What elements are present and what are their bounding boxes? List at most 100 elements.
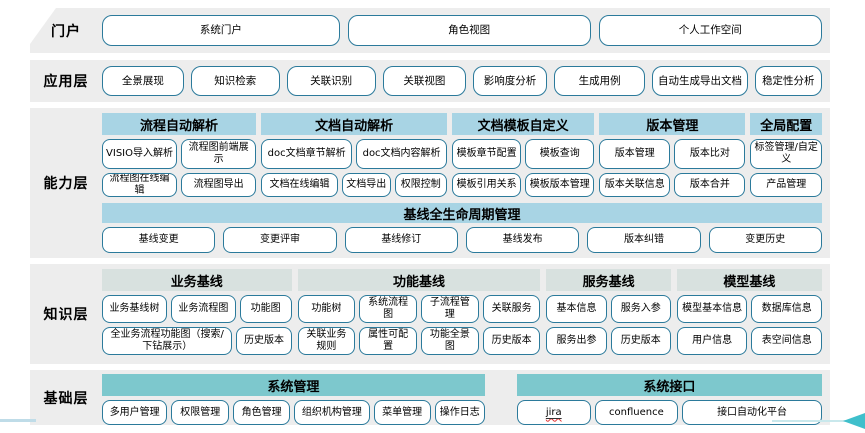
knowledge-item-basic-info: 基本信息 xyxy=(546,295,607,323)
knowledge-item-user-info: 用户信息 xyxy=(676,327,748,355)
foundation-item-menu-mgmt: 菜单管理 xyxy=(373,400,431,425)
knowledge-item-business-baseline-tree: 业务基线树 xyxy=(102,295,167,323)
capability-item-version-mgmt: 版本管理 xyxy=(599,139,671,169)
application-layer-band: 应用层 全景展现 知识检索 关联识别 关联视图 影响度分析 生成用例 自动生成导… xyxy=(30,60,830,102)
portal-items-row: 系统门户 角色视图 个人工作空间 xyxy=(102,15,822,46)
app-item-relation-view: 关联视图 xyxy=(382,66,467,96)
capability-item-tag-mgmt: 标签管理/自定义 xyxy=(750,139,823,169)
group-header-function-baseline: 功能基线 xyxy=(297,269,541,291)
knowledge-item-service-input-params: 服务入参 xyxy=(610,295,671,323)
foundation-item-multi-user-mgmt: 多用户管理 xyxy=(102,400,168,425)
capability-layer-label: 能力层 xyxy=(43,176,89,192)
capability-item-template-reference: 模板引用关系 xyxy=(452,173,522,197)
foundation-item-operation-log: 操作日志 xyxy=(434,400,485,425)
baseline-item-change-review: 变更评审 xyxy=(223,227,337,253)
baseline-item-revision: 基线修订 xyxy=(344,227,458,253)
capability-item-version-compare: 版本比对 xyxy=(674,139,746,169)
knowledge-item-attr-configurable: 属性可配置 xyxy=(359,327,417,355)
capability-item-version-relation-info: 版本关联信息 xyxy=(599,173,671,197)
knowledge-item-service-output-params: 服务出参 xyxy=(546,327,607,355)
capability-item-template-chapter-config: 模板章节配置 xyxy=(452,139,522,169)
group-header-system-interface: 系统接口 xyxy=(516,374,822,396)
portal-layer-band: 门户 系统门户 角色视图 个人工作空间 xyxy=(30,8,830,53)
baseline-item-version-correction: 版本纠错 xyxy=(587,227,701,253)
app-item-generate-usecase: 生成用例 xyxy=(553,66,646,96)
baseline-item-change-history: 变更历史 xyxy=(708,227,822,253)
knowledge-group-function-baseline: 功能基线 功能树 系统流程图 子流程管理 关联服务 关联业务规则 属性可配置 功… xyxy=(297,269,541,364)
capability-item-flowchart-export: 流程图导出 xyxy=(181,173,257,197)
baseline-items-row: 基线变更 变更评审 基线修订 基线发布 版本纠错 变更历史 xyxy=(102,227,822,253)
capability-item-doc-content-parse: doc文档内容解析 xyxy=(356,139,448,169)
knowledge-item-system-flowchart: 系统流程图 xyxy=(359,295,417,323)
knowledge-item-database-info: 数据库信息 xyxy=(751,295,823,323)
knowledge-group-business-baseline: 业务基线 业务基线树 业务流程图 功能图 全业务流程功能图（搜索/下钻展示） 历… xyxy=(102,269,292,364)
knowledge-item-model-basic-info: 模型基本信息 xyxy=(676,295,748,323)
knowledge-layer-label: 知识层 xyxy=(43,307,89,323)
foundation-layer-label: 基础层 xyxy=(43,390,89,407)
group-header-doc-parsing: 文档自动解析 xyxy=(261,113,448,135)
bottom-right-arrow-line xyxy=(772,420,847,422)
foundation-group-system-interface: 系统接口 jira confluence 接口自动化平台 xyxy=(516,374,823,425)
capability-group-global-config: 全局配置 标签管理/自定义 产品管理 xyxy=(750,113,823,197)
app-item-auto-export-doc: 自动生成导出文档 xyxy=(652,66,748,96)
foundation-item-confluence: confluence xyxy=(594,400,679,425)
capability-groups-row: 流程自动解析 VISIO导入解析 流程图前端展示 流程图在线编辑 流程图导出 文… xyxy=(102,113,823,197)
baseline-lifecycle-header: 基线全生命周期管理 xyxy=(102,203,822,223)
capability-item-flowchart-edit: 流程图在线编辑 xyxy=(102,173,178,197)
foundation-item-jira: jira xyxy=(516,400,591,425)
portal-item-role-view: 角色视图 xyxy=(347,15,591,46)
app-item-impact-analysis: 影响度分析 xyxy=(473,66,547,96)
group-header-service-baseline: 服务基线 xyxy=(546,269,671,291)
knowledge-item-full-business-flow-map: 全业务流程功能图（搜索/下钻展示） xyxy=(102,327,233,355)
knowledge-item-function-panorama: 功能全景图 xyxy=(421,327,479,355)
capability-item-version-merge: 版本合并 xyxy=(674,173,746,197)
capability-item-visio-import: VISIO导入解析 xyxy=(102,139,178,169)
capability-layer-band: 能力层 流程自动解析 VISIO导入解析 流程图前端展示 流程图在线编辑 流程图… xyxy=(30,108,830,258)
capability-item-doc-export: 文档导出 xyxy=(341,173,391,197)
knowledge-item-related-service: 关联服务 xyxy=(482,295,541,323)
foundation-item-role-mgmt: 角色管理 xyxy=(233,400,291,425)
knowledge-item-history-version: 历史版本 xyxy=(482,327,541,355)
capability-group-template-custom: 文档模板自定义 模板章节配置 模板查询 模板引用关系 模板版本管理 xyxy=(452,113,595,197)
foundation-item-org-mgmt: 组织机构管理 xyxy=(294,400,370,425)
capability-group-doc-parsing: 文档自动解析 doc文档章节解析 doc文档内容解析 文档在线编辑 文档导出 权… xyxy=(261,113,448,197)
foundation-layer-band: 基础层 系统管理 多用户管理 权限管理 角色管理 组织机构管理 菜单管理 操作日… xyxy=(30,370,830,425)
capability-group-process-parsing: 流程自动解析 VISIO导入解析 流程图前端展示 流程图在线编辑 流程图导出 xyxy=(102,113,257,197)
knowledge-item-business-flowchart: 业务流程图 xyxy=(170,295,236,323)
capability-item-doc-online-edit: 文档在线编辑 xyxy=(261,173,338,197)
application-layer-label: 应用层 xyxy=(43,74,89,90)
app-item-knowledge-search: 知识检索 xyxy=(190,66,280,96)
capability-group-version-mgmt: 版本管理 版本管理 版本比对 版本关联信息 版本合并 xyxy=(599,113,746,197)
foundation-item-interface-automation-platform: 接口自动化平台 xyxy=(682,400,823,425)
portal-item-personal-workspace: 个人工作空间 xyxy=(598,15,822,46)
group-header-version-mgmt: 版本管理 xyxy=(599,113,746,135)
knowledge-group-service-baseline: 服务基线 基本信息 服务入参 服务出参 历史版本 xyxy=(546,269,671,364)
group-header-template-custom: 文档模板自定义 xyxy=(452,113,595,135)
capability-item-product-mgmt: 产品管理 xyxy=(750,173,823,197)
left-arrow-icon xyxy=(843,413,865,429)
foundation-group-system-mgmt: 系统管理 多用户管理 权限管理 角色管理 组织机构管理 菜单管理 操作日志 xyxy=(102,374,485,425)
group-header-global-config: 全局配置 xyxy=(750,113,823,135)
baseline-item-change: 基线变更 xyxy=(102,227,216,253)
capability-item-template-query: 模板查询 xyxy=(525,139,595,169)
knowledge-item-function-tree: 功能树 xyxy=(297,295,356,323)
application-items-row: 全景展现 知识检索 关联识别 关联视图 影响度分析 生成用例 自动生成导出文档 … xyxy=(102,66,822,96)
bottom-left-accent-line xyxy=(0,419,36,422)
knowledge-item-history-version: 历史版本 xyxy=(610,327,671,355)
baseline-item-release: 基线发布 xyxy=(465,227,580,253)
knowledge-group-model-baseline: 模型基线 模型基本信息 数据库信息 用户信息 表空间信息 xyxy=(676,269,823,364)
group-header-model-baseline: 模型基线 xyxy=(676,269,822,291)
portal-layer-label: 门户 xyxy=(51,23,81,40)
knowledge-item-subprocess-mgmt: 子流程管理 xyxy=(421,295,479,323)
app-item-relation-identify: 关联识别 xyxy=(286,66,376,96)
capability-item-template-version-mgmt: 模板版本管理 xyxy=(525,173,595,197)
group-header-system-mgmt: 系统管理 xyxy=(102,374,485,396)
jira-link-text: jira xyxy=(545,406,562,418)
group-header-business-baseline: 业务基线 xyxy=(102,269,292,291)
knowledge-item-history-version: 历史版本 xyxy=(236,327,292,355)
knowledge-item-tablespace-info: 表空间信息 xyxy=(751,327,823,355)
app-item-panorama: 全景展现 xyxy=(102,66,184,96)
knowledge-layer-band: 知识层 业务基线 业务基线树 业务流程图 功能图 全业务流程功能图（搜索/下钻展… xyxy=(30,264,830,364)
foundation-item-permission-mgmt: 权限管理 xyxy=(171,400,230,425)
